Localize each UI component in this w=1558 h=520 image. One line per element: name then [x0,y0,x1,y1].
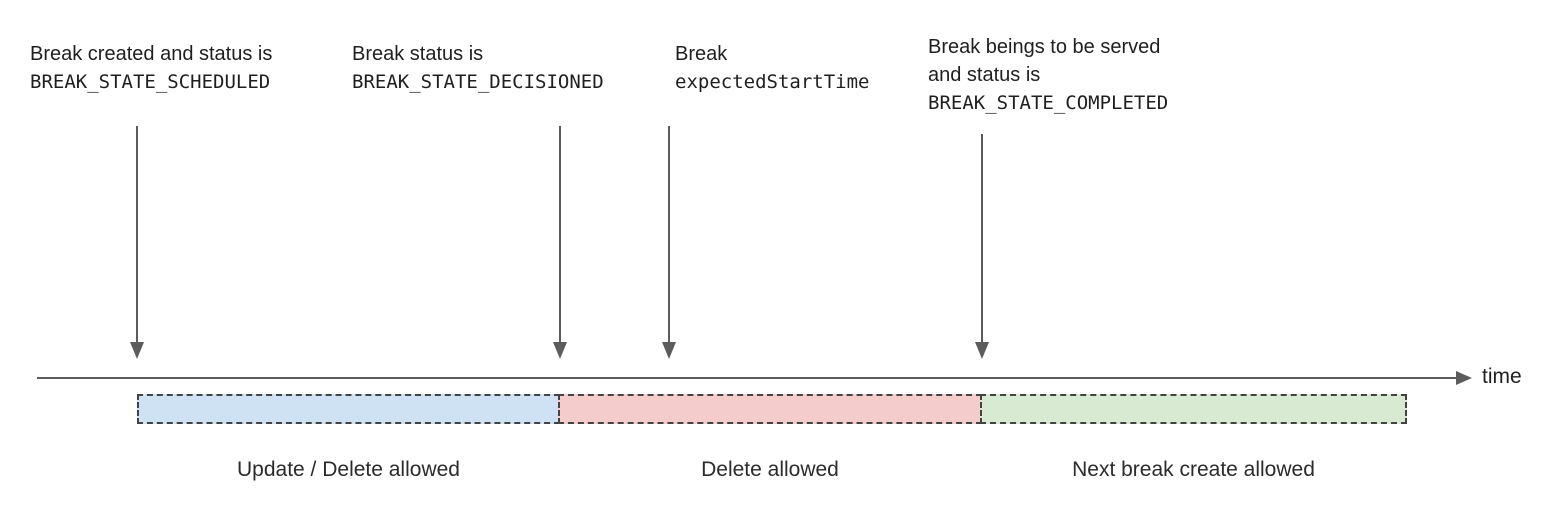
annotation-expected-start-time: Break expectedStartTime [675,40,869,96]
annotation-break-completed: Break beings to be served and status is … [928,33,1168,117]
annotation-break-scheduled-state: BREAK_STATE_SCHEDULED [30,71,271,93]
annotation-break-completed-state: BREAK_STATE_COMPLETED [928,92,1169,114]
annotation-break-scheduled-text: Break created and status is [30,43,273,65]
down-arrow-break-completed-icon [975,134,989,359]
segment-delete-allowed [558,394,982,424]
segment-label-delete-allowed: Delete allowed [701,458,839,481]
segment-next-break-create-allowed [980,394,1407,424]
segment-label-next-break-create-allowed: Next break create allowed [1072,458,1315,481]
annotation-break-completed-text-2: and status is [928,64,1041,86]
annotation-expected-start-time-field: expectedStartTime [675,71,870,93]
down-arrow-expected-start-time-icon [662,126,676,359]
down-arrow-break-scheduled-icon [130,126,144,359]
segment-update-delete-allowed [137,394,560,424]
segment-label-update-delete-allowed: Update / Delete allowed [237,458,460,481]
annotation-break-decisioned-text: Break status is [352,43,484,65]
timeline-arrowhead-icon [1456,371,1472,385]
annotation-break-completed-text-1: Break beings to be served [928,36,1161,58]
annotation-break-decisioned-state: BREAK_STATE_DECISIONED [352,71,604,93]
timeline-axis [37,377,1458,379]
annotation-break-decisioned: Break status is BREAK_STATE_DECISIONED [352,40,604,96]
timeline-axis-label: time [1482,365,1522,388]
annotation-expected-start-time-text: Break [675,43,728,65]
annotation-break-scheduled: Break created and status is BREAK_STATE_… [30,40,272,96]
down-arrow-break-decisioned-icon [553,126,567,359]
